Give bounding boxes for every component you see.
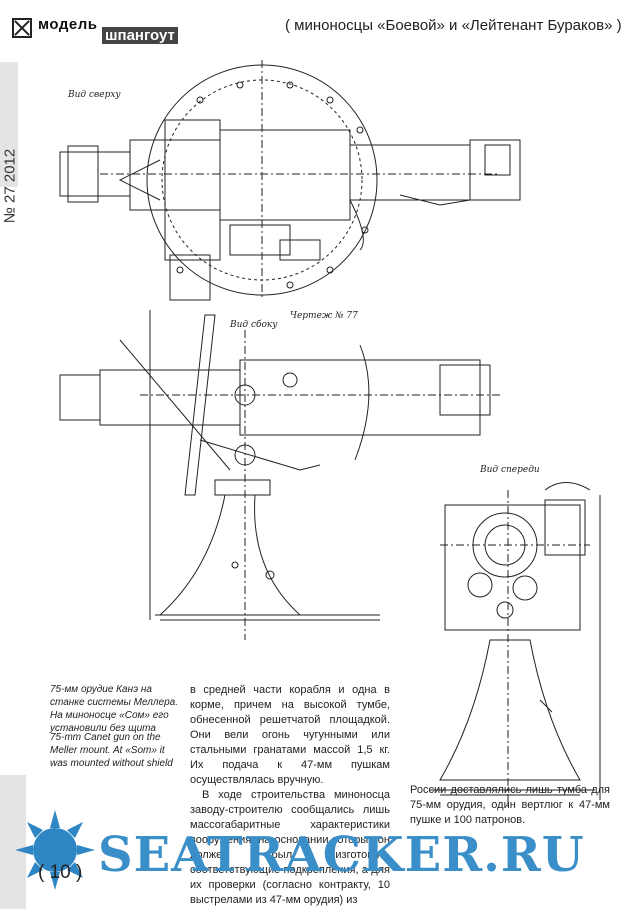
footer-sidebar: [0, 775, 26, 909]
side-view-label: Вид сбоку: [229, 319, 278, 330]
paragraph-2: В ходе строительства миноносца заводу-ст…: [190, 789, 390, 906]
figure-caption-ru: 75-мм орудие Канэ на станке системы Мелл…: [50, 684, 178, 734]
side-view-drawing: [59, 310, 500, 640]
paragraph-1: в средней части корабля и одна в корме, …: [190, 684, 390, 786]
rear-view-label: Вид спереди: [479, 465, 540, 475]
rear-view-drawing: [430, 482, 601, 810]
paragraph-3: России доставлялись лишь тумба для 75-мм…: [410, 784, 610, 826]
page-header-title: ( миноносцы «Боевой» и «Лейтенант Бурако…: [285, 17, 622, 34]
drawing-number-label: Чертеж № 77: [290, 311, 358, 321]
page-number: ( 10 ): [38, 862, 83, 883]
top-view-label: Вид сверху: [67, 90, 121, 100]
logo-mark-icon: [12, 18, 32, 38]
site-watermark: SEATRACKER.RU: [98, 827, 585, 883]
magazine-logo: модель шпангоут: [12, 16, 192, 46]
figure-caption-en: 75-mm Canet gun on the Meller mount. At …: [50, 732, 173, 769]
article-column-left: в средней части корабля и одна в корме, …: [190, 683, 390, 908]
logo-top-text: модель: [38, 16, 98, 33]
article-column-right: России доставлялись лишь тумба для 75-мм…: [410, 783, 610, 828]
issue-sidebar: № 27 2012: [0, 62, 19, 223]
logo-bottom-text: шпангоут: [102, 27, 178, 44]
top-view-drawing: [59, 60, 521, 301]
